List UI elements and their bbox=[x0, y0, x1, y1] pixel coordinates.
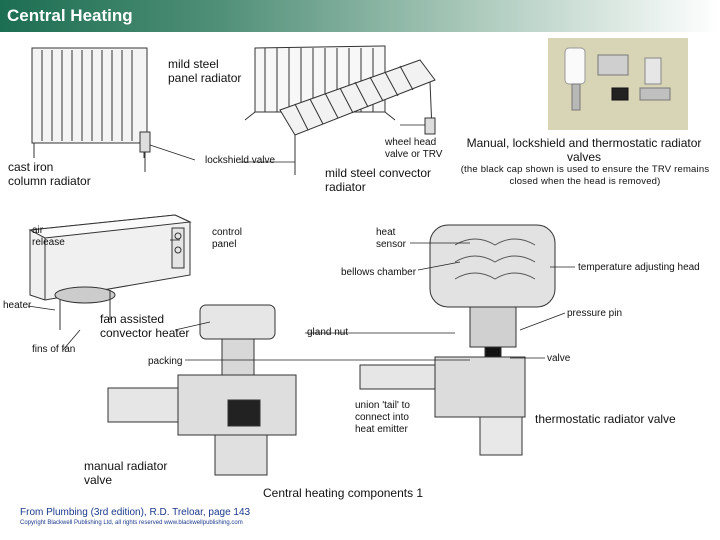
label-heater: heater bbox=[3, 300, 32, 311]
cast-iron-radiator-drawing bbox=[31, 47, 151, 172]
label-fan-assisted-heater: fan assisted convector heater bbox=[100, 312, 190, 340]
label-union-tail: union 'tail' to connect into heat emitte… bbox=[355, 400, 410, 435]
label-components-title: Central heating components 1 bbox=[263, 486, 424, 500]
valves-photo bbox=[548, 38, 688, 130]
footer-source: From Plumbing (3rd edition), R.D. Treloa… bbox=[20, 507, 251, 518]
label-packing: packing bbox=[148, 356, 183, 367]
label-fins-of-fan: fins of fan bbox=[32, 344, 76, 355]
label-cast-iron-radiator: cast iron column radiator bbox=[8, 160, 91, 188]
label-heat-sensor: heat sensor bbox=[376, 227, 407, 250]
leader-lines bbox=[27, 124, 575, 361]
label-control-panel: control panel bbox=[212, 227, 243, 250]
page-title: Central Heating bbox=[7, 6, 133, 25]
label-temperature-head: temperature adjusting head bbox=[578, 262, 700, 273]
label-valves-note: (the black cap shown is used to ensure t… bbox=[460, 164, 710, 187]
header-banner: Central Heating bbox=[0, 0, 720, 32]
label-manual-valve: manual radiator valve bbox=[84, 459, 168, 487]
manual-valve-drawing bbox=[107, 304, 297, 476]
label-valve: valve bbox=[547, 353, 571, 364]
label-mild-steel-panel: mild steel panel radiator bbox=[168, 57, 242, 85]
label-lockshield-valve: lockshield valve bbox=[205, 155, 276, 166]
label-pressure-pin: pressure pin bbox=[567, 308, 623, 319]
fan-convector-drawing bbox=[28, 214, 192, 330]
label-valves-title: Manual, lockshield and thermostatic radi… bbox=[466, 136, 702, 164]
convector-radiator-drawing bbox=[279, 59, 436, 175]
label-air-release: air release bbox=[32, 225, 65, 248]
label-bellows-chamber: bellows chamber bbox=[341, 267, 417, 278]
label-mild-steel-convector: mild steel convector radiator bbox=[325, 166, 432, 194]
label-thermostatic-valve: thermostatic radiator valve bbox=[535, 412, 676, 426]
trv-drawing bbox=[359, 224, 556, 456]
label-wheel-head-valve: wheel head valve or TRV bbox=[385, 137, 443, 160]
footer-copyright: Copyright Blackwell Publishing Ltd, all … bbox=[20, 520, 243, 526]
label-gland-nut: gland nut bbox=[307, 327, 349, 338]
